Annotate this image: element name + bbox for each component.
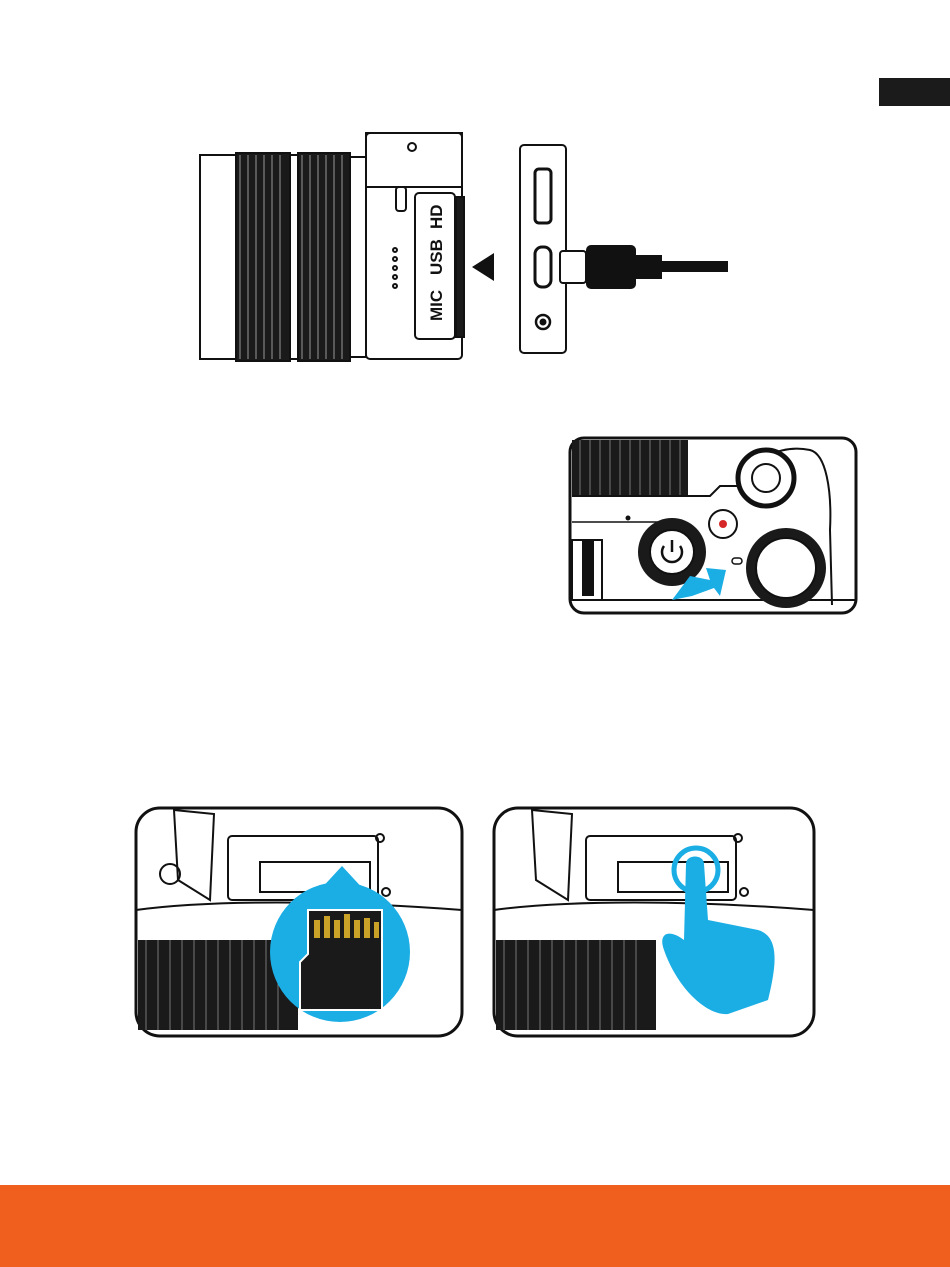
port-panel (520, 145, 566, 353)
record-button-icon (709, 510, 737, 538)
camera-ports-illustration: MIC USB HD (190, 125, 750, 365)
port-label-hd: HD (427, 204, 446, 229)
sd-card-push-illustration (488, 800, 820, 1045)
arrow-left-icon (472, 253, 494, 281)
mode-dial-icon (746, 528, 826, 608)
usb-c-port-icon (535, 247, 551, 287)
hdmi-port-icon (535, 169, 551, 223)
usb-c-cable-icon (560, 245, 728, 289)
port-label-usb: USB (427, 239, 446, 275)
footer-bar (0, 1185, 950, 1267)
sd-card-insert-illustration (130, 800, 470, 1045)
port-label-mic: MIC (427, 290, 446, 321)
section-tab (879, 78, 950, 106)
power-button-illustration (560, 430, 860, 620)
power-icon (638, 518, 706, 586)
microsd-card-icon (300, 910, 382, 1010)
